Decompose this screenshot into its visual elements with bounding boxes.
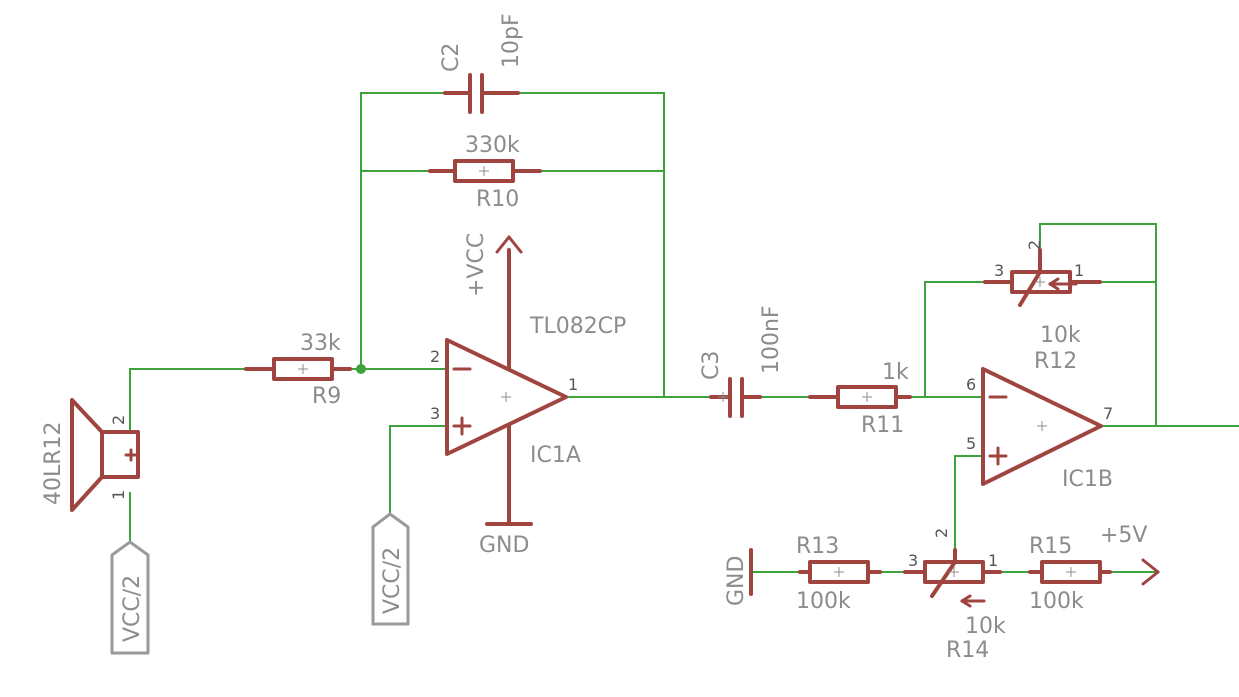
c2-value-label: 10pF xyxy=(499,13,524,68)
r12-pin2-label: 2 xyxy=(1025,240,1044,250)
ic1b-pin-noninv-label: 5 xyxy=(966,434,976,453)
speaker-symbol xyxy=(70,398,140,512)
r12-value-label: 10k xyxy=(1040,323,1081,348)
ic1a-pin-out-label: 1 xyxy=(568,375,578,394)
gnd-ic-label: GND xyxy=(479,533,529,558)
r12-pin3-label: 3 xyxy=(994,261,1004,280)
r11-value-label: 1k xyxy=(882,360,909,385)
speaker-pin-bottom-label: 1 xyxy=(109,490,128,500)
c2-symbol xyxy=(443,73,520,114)
gnd-divider-label: GND xyxy=(724,556,749,606)
r14-pin1-label: 1 xyxy=(988,551,998,570)
r14-symbol xyxy=(903,548,1002,608)
r14-pin3-label: 3 xyxy=(908,551,918,570)
r10-symbol xyxy=(428,159,542,183)
wire-r12-wiper xyxy=(1039,223,1157,282)
r9-symbol xyxy=(244,357,352,381)
speaker-pin-top-label: 2 xyxy=(109,415,128,425)
wire-c2-right xyxy=(518,92,665,397)
noninv-vcc2-port xyxy=(371,512,410,626)
speaker-name-label: 40LR12 xyxy=(41,421,66,505)
wire-ic1b-noninv xyxy=(954,455,983,550)
ic1a-name-label: IC1A xyxy=(530,443,581,468)
ic1a-pin-inv-label: 2 xyxy=(430,347,440,366)
ic1b-name-label: IC1B xyxy=(1062,467,1113,492)
r14-value-label: 10k xyxy=(965,614,1006,639)
r10-value-label: 330k xyxy=(465,133,520,158)
wire-ic1a-noninv xyxy=(389,425,447,514)
r13-symbol xyxy=(798,560,882,584)
ic1b-pin-out-label: 7 xyxy=(1103,404,1113,423)
plus5v-supply-symbol xyxy=(1141,558,1160,586)
r15-symbol xyxy=(1028,560,1112,584)
wire-feedback-left xyxy=(360,92,445,369)
r14-pin2-label: 2 xyxy=(932,528,951,538)
vcc-supply-symbol xyxy=(495,235,523,254)
ic1a-part-label: TL082CP xyxy=(529,314,626,339)
speaker-vcc2-port xyxy=(110,540,150,655)
r10-name-label: R10 xyxy=(476,187,519,212)
wire-speaker-r9 xyxy=(129,368,246,432)
r13-name-label: R13 xyxy=(796,534,839,559)
ic1b-pin-inv-label: 6 xyxy=(966,375,976,394)
r11-symbol xyxy=(808,385,912,409)
c3-name-label: C3 xyxy=(699,351,724,380)
r9-value-label: 33k xyxy=(300,331,341,356)
r12-name-label: R12 xyxy=(1034,349,1077,374)
r12-pin1-label: 1 xyxy=(1074,261,1084,280)
ic1a-pin-noninv-label: 3 xyxy=(430,404,440,423)
wires xyxy=(129,92,1239,573)
c3-symbol xyxy=(709,377,762,418)
r9-name-label: R9 xyxy=(312,384,341,409)
r12-symbol xyxy=(983,248,1102,307)
r11-name-label: R11 xyxy=(861,413,904,438)
ic1a-symbol xyxy=(445,248,568,526)
noninv-vcc2-label: VCC/2 xyxy=(380,547,405,614)
vcc-supply-label: +VCC xyxy=(464,233,489,297)
ic1b-symbol xyxy=(981,367,1103,486)
r13-value-label: 100k xyxy=(796,589,851,614)
junction-dot xyxy=(356,364,366,374)
wire-r12-left xyxy=(924,281,985,397)
plus5v-supply-label: +5V xyxy=(1100,523,1147,548)
r15-name-label: R15 xyxy=(1029,534,1072,559)
c3-value-label: 100nF xyxy=(759,305,784,374)
c2-name-label: C2 xyxy=(439,43,464,72)
r14-name-label: R14 xyxy=(946,638,989,663)
r15-value-label: 100k xyxy=(1029,589,1084,614)
speaker-vcc2-label: VCC/2 xyxy=(120,575,145,642)
